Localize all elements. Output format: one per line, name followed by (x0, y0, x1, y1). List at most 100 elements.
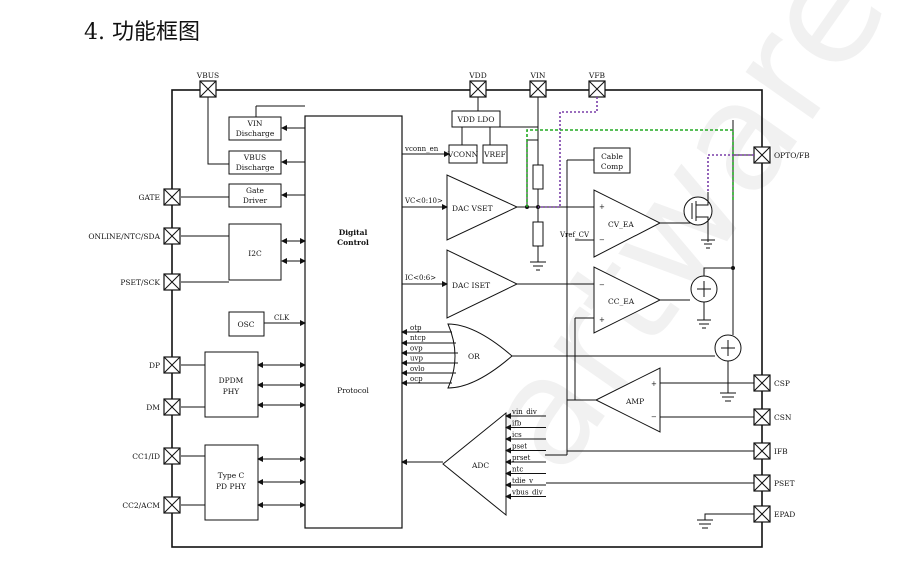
svg-text:−: − (651, 413, 657, 421)
prot-signal-otp: otp (410, 324, 422, 332)
svg-text:OR: OR (468, 352, 480, 361)
svg-text:DPDM: DPDM (219, 376, 244, 385)
svg-text:IC<0:6>: IC<0:6> (405, 274, 436, 282)
pin-label-cc1: CC1/ID (132, 452, 160, 461)
svg-text:VC<0:10>: VC<0:10> (404, 197, 443, 205)
cc-ea (593, 266, 662, 334)
svg-text:vconn_en: vconn_en (404, 145, 439, 153)
adc-input-prset: prset (512, 454, 531, 462)
typec-pd-phy-block (204, 444, 259, 521)
prot-signal-ovlo: ovlo (410, 365, 425, 373)
section-title: 4. 功能框图 (84, 20, 200, 45)
pin-pset_scl: PSET/SCK (120, 273, 181, 291)
pin-label-vbus: VBUS (196, 71, 219, 80)
svg-text:+: + (599, 316, 605, 324)
svg-text:AMP: AMP (625, 397, 644, 406)
adc-input-vbus_div: vbus_div (511, 489, 543, 497)
pin-gate: GATE (139, 188, 181, 206)
pin-dm: DM (146, 398, 181, 416)
amp (594, 367, 661, 433)
prot-signal-ntcp: ntcp (410, 334, 426, 342)
svg-text:VREF: VREF (483, 150, 506, 159)
pin-label-gate: GATE (139, 193, 160, 202)
svg-text:Driver: Driver (243, 196, 268, 205)
pin-csp: CSP (753, 374, 790, 392)
svg-text:Cable: Cable (601, 152, 623, 161)
opto-transistor (683, 192, 715, 249)
svg-text:Discharge: Discharge (236, 163, 275, 172)
purple-dashed-path (538, 97, 754, 208)
svg-text:DAC VSET: DAC VSET (452, 204, 493, 213)
svg-text:+: + (651, 380, 657, 388)
svg-text:I2C: I2C (248, 249, 262, 258)
pin-online: ONLINE/NTC/SDA (88, 227, 181, 245)
current-source-1 (690, 267, 733, 329)
svg-text:VIN: VIN (247, 119, 263, 128)
pin-label-opto: OPTO/FB (774, 151, 810, 160)
svg-text:DAC ISET: DAC ISET (452, 281, 490, 290)
cable-comp-block (593, 147, 631, 174)
pin-vdd: VDD (468, 71, 487, 98)
svg-text:CC_EA: CC_EA (608, 297, 635, 306)
pin-label-ifb: IFB (774, 447, 788, 456)
adc-input-pset: pset (512, 443, 527, 451)
pin-label-vfb: VFB (588, 71, 606, 80)
pin-vbus: VBUS (196, 71, 219, 98)
svg-text:Vref_CV: Vref_CV (559, 231, 590, 239)
pin-label-csn: CSN (774, 413, 792, 422)
pin-label-online: ONLINE/NTC/SDA (88, 232, 160, 241)
svg-text:CLK: CLK (274, 314, 290, 322)
or-gate (447, 323, 513, 389)
pin-label-dm: DM (146, 403, 160, 412)
pin-label-epad: EPAD (774, 510, 795, 519)
pin-label-pset_scl: PSET/SCK (120, 278, 160, 287)
vdd-ldo-block (451, 110, 501, 128)
svg-text:VBUS: VBUS (243, 153, 266, 162)
pin-epad: EPAD (753, 505, 795, 523)
pin-pset: PSET (753, 474, 795, 492)
svg-text:CV_EA: CV_EA (608, 220, 634, 229)
svg-text:PHY: PHY (223, 387, 241, 396)
pin-label-vdd: VDD (468, 71, 486, 80)
pin-vfb: VFB (588, 71, 606, 98)
pin-csn: CSN (753, 408, 792, 426)
svg-text:VCONN: VCONN (447, 150, 479, 159)
svg-text:PD PHY: PD PHY (216, 482, 247, 491)
svg-text:VDD LDO: VDD LDO (457, 115, 495, 124)
digital-control-block (304, 115, 403, 529)
pin-cc2: CC2/ACM (122, 496, 181, 514)
pin-cc1: CC1/ID (132, 447, 181, 465)
pin-ifb: IFB (753, 442, 788, 460)
cv-ea (593, 189, 662, 258)
dpdm-phy-block (204, 351, 259, 418)
svg-text:Control: Control (337, 238, 369, 247)
svg-text:Comp: Comp (601, 162, 623, 171)
osc-block (228, 311, 265, 337)
adc-input-ntc: ntc (512, 466, 523, 474)
vref-block (482, 144, 508, 164)
prot-signal-ocp: ocp (410, 375, 423, 383)
pin-vin: VIN (529, 71, 547, 98)
svg-text:Discharge: Discharge (236, 129, 275, 138)
chip-outline (171, 89, 763, 548)
svg-text:+: + (599, 203, 605, 211)
pin-dp: DP (149, 356, 181, 374)
adc-input-ics: ics (512, 431, 522, 439)
svg-text:Gate: Gate (246, 186, 264, 195)
current-source-2 (714, 120, 742, 402)
green-dashed-path (526, 129, 734, 207)
i2c-block (228, 223, 282, 281)
prot-signal-uvp: uvp (410, 355, 423, 363)
pin-label-dp: DP (149, 361, 160, 370)
pin-label-cc2: CC2/ACM (122, 501, 160, 510)
adc-input-tdie_v: tdie_v (512, 477, 533, 485)
svg-text:−: − (599, 281, 605, 289)
svg-text:Digital: Digital (339, 228, 368, 237)
pin-label-vin: VIN (530, 71, 546, 80)
adc-input-vin_div: vin_div (511, 408, 537, 416)
adc-input-ifb: ifb (512, 420, 522, 428)
pin-label-csp: CSP (774, 379, 790, 388)
pin-label-pset: PSET (774, 479, 795, 488)
svg-text:ADC: ADC (471, 461, 489, 470)
